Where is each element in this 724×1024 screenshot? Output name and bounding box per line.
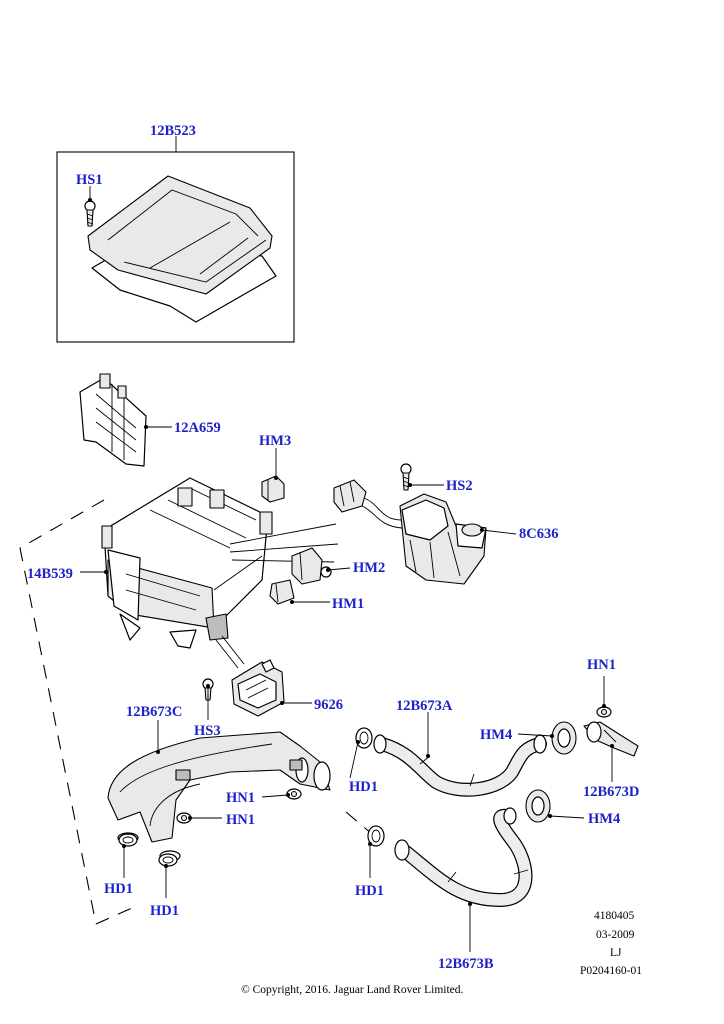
housing-14b539-illustration xyxy=(101,477,273,649)
callout-14B539: 14B539 xyxy=(27,566,73,582)
callout-HM4-b: HM4 xyxy=(588,811,620,827)
bracket-9626-illustration xyxy=(231,659,285,717)
callout-HS2: HS2 xyxy=(446,478,473,494)
callout-HD1-d: HD1 xyxy=(355,883,384,899)
reference-initials: LJ xyxy=(610,947,622,959)
reference-code: P0204160-01 xyxy=(580,965,642,977)
callout-HM3: HM3 xyxy=(259,433,291,449)
hose-12b673b-illustration xyxy=(394,807,533,907)
clip-hd1-c-illustration xyxy=(158,853,178,867)
callout-12B523: 12B523 xyxy=(150,123,196,139)
callout-12B673B: 12B673B xyxy=(438,956,494,972)
callout-12B673C: 12B673C xyxy=(126,704,182,720)
grommet-hm1-illustration xyxy=(269,579,295,605)
nut-hn1-c-illustration xyxy=(176,812,192,824)
callout-12B673A: 12B673A xyxy=(396,698,453,714)
callout-HD1-c: HD1 xyxy=(150,903,179,919)
reference-date: 03-2009 xyxy=(596,929,635,941)
callout-12B673D: 12B673D xyxy=(583,784,639,800)
callout-HN1-top: HN1 xyxy=(587,657,616,673)
bleed-12b673d-illustration xyxy=(583,721,639,757)
grommet-hm3-illustration xyxy=(261,475,285,503)
connector-illustration xyxy=(333,479,403,529)
copyright-notice: © Copyright, 2016. Jaguar Land Rover Lim… xyxy=(241,984,464,996)
leader-HD1-a xyxy=(349,741,359,779)
cover-inset-group xyxy=(56,136,295,343)
leader-HM4-a xyxy=(517,733,553,737)
grommet-hm4-b-illustration xyxy=(525,789,551,823)
screw-hs1-illustration xyxy=(84,200,96,227)
assembly-outline xyxy=(19,499,133,925)
pump-8c636-illustration xyxy=(399,493,487,585)
callout-HD1-a: HD1 xyxy=(349,779,378,795)
callout-12A659: 12A659 xyxy=(174,420,221,436)
grommet-hm4-a-illustration xyxy=(551,721,577,755)
callout-HM1: HM1 xyxy=(332,596,364,612)
callout-HS3: HS3 xyxy=(194,723,221,739)
callout-8C636: 8C636 xyxy=(519,526,558,542)
nut-hn1-top-illustration xyxy=(596,706,612,718)
reference-number: 4180405 xyxy=(594,910,635,922)
clip-hd1-a-illustration xyxy=(355,727,373,749)
callout-9626: 9626 xyxy=(314,697,343,713)
screw-hs2-illustration xyxy=(400,463,412,491)
leader-HM2 xyxy=(327,567,351,571)
clip-hd1-b-illustration xyxy=(118,833,138,847)
clip-hd1-d-illustration xyxy=(367,825,385,847)
leader-HN1-b xyxy=(261,794,289,798)
bracket-12a659-illustration xyxy=(79,373,147,467)
callout-HS1: HS1 xyxy=(76,172,103,188)
leader-HM4-b xyxy=(549,815,585,819)
callout-HM4-a: HM4 xyxy=(480,727,512,743)
callout-HN1-b: HN1 xyxy=(226,790,255,806)
hose-12b673a-illustration xyxy=(373,734,547,797)
callout-HM2: HM2 xyxy=(353,560,385,576)
callout-HN1-c: HN1 xyxy=(226,812,255,828)
callout-HD1-b: HD1 xyxy=(104,881,133,897)
leader-8C636 xyxy=(481,529,517,535)
grommet-hm2-illustration xyxy=(291,547,332,585)
inset-frame xyxy=(56,151,295,343)
